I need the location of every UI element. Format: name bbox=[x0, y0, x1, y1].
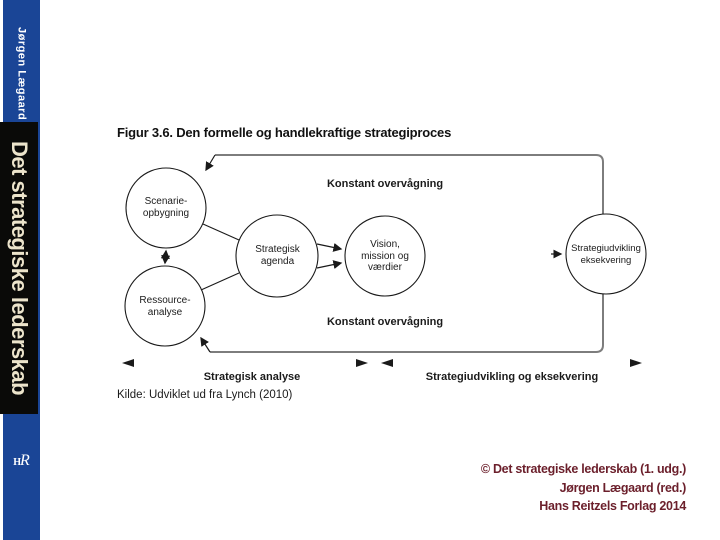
node-label-vision-mission-vaerdier: Vision, mission og værdier bbox=[340, 239, 430, 274]
arrow-border-to-scenarie bbox=[205, 154, 216, 172]
node-circle-strategiudvikling-eksekvering bbox=[565, 213, 647, 295]
label-strategiudvikling-og-eksekvering: Strategiudvikling og eksekvering bbox=[425, 371, 599, 383]
book-spine-title-block: Det strategiske lederskab bbox=[0, 122, 38, 414]
arrow-scenarie-ressource-bidirectional bbox=[160, 249, 171, 265]
node-label-strategisk-agenda: Strategisk agenda bbox=[232, 244, 323, 267]
phase-left-end-arrowhead bbox=[356, 359, 368, 367]
node-label-line: Strategisk bbox=[255, 244, 300, 255]
slide-footer-credits: © Det strategiske lederskab (1. udg.) Jø… bbox=[481, 460, 686, 516]
book-author-vertical-text: Jørgen Lægaard bbox=[15, 27, 28, 121]
node-label-strategiudvikling-eksekvering: Strategiudvikling eksekvering bbox=[563, 243, 649, 266]
node-label-ressource-analyse: Ressource- analyse bbox=[120, 295, 210, 318]
node-circle-strategisk-agenda bbox=[235, 214, 319, 298]
node-label-line: Strategiudvikling bbox=[571, 243, 641, 254]
node-label-line: Ressource- bbox=[139, 295, 191, 306]
book-title-vertical-text: Det strategiske lederskab bbox=[7, 140, 32, 396]
label-konstant-overvaagning-top: Konstant overvågning bbox=[326, 178, 444, 190]
node-label-line: eksekvering bbox=[580, 254, 632, 266]
node-label-line: agenda bbox=[260, 255, 295, 267]
footer-editor-line: Jørgen Lægaard (red.) bbox=[559, 480, 687, 495]
book-spine-author-area: Jørgen Lægaard bbox=[3, 27, 40, 120]
label-konstant-overvaagning-bottom: Konstant overvågning bbox=[326, 316, 444, 328]
node-circle-scenarie-opbygning bbox=[125, 167, 207, 249]
line-ressource-to-agenda bbox=[200, 272, 240, 291]
phase-left-start-arrowhead bbox=[122, 359, 134, 367]
node-label-line: Vision, bbox=[370, 239, 400, 250]
arrow-border-to-ressource bbox=[200, 336, 211, 353]
node-label-line: analyse bbox=[147, 306, 183, 318]
publisher-logo-h: H bbox=[13, 457, 21, 468]
node-label-line: mission og bbox=[361, 250, 409, 262]
figure-source-note: Kilde: Udviklet ud fra Lynch (2010) bbox=[117, 389, 293, 401]
line-scenarie-to-agenda bbox=[202, 223, 240, 241]
arrow-agenda-to-vision-lower bbox=[316, 260, 343, 269]
node-label-line: Scenarie- bbox=[144, 196, 188, 207]
node-label-scenarie-opbygning: Scenarie- opbygning bbox=[121, 196, 211, 219]
node-label-line: værdier bbox=[368, 262, 402, 273]
node-circle-vision-mission-vaerdier bbox=[344, 215, 426, 297]
figure-title: Figur 3.6. Den formelle og handlekraftig… bbox=[117, 125, 452, 140]
arrow-agenda-to-vision-upper bbox=[316, 243, 343, 252]
footer-publisher-line: Hans Reitzels Forlag 2014 bbox=[539, 499, 686, 513]
node-circle-ressource-analyse bbox=[124, 265, 206, 347]
strategy-process-diagram bbox=[122, 154, 647, 367]
phase-right-start-arrowhead bbox=[381, 359, 393, 367]
node-label-line: opbygning bbox=[142, 207, 190, 219]
publisher-logo-r: R bbox=[20, 452, 30, 469]
footer-book-line: © Det strategiske lederskab (1. udg.) bbox=[480, 462, 686, 476]
phase-right-end-arrowhead bbox=[630, 359, 642, 367]
label-strategisk-analyse: Strategisk analyse bbox=[203, 371, 301, 383]
